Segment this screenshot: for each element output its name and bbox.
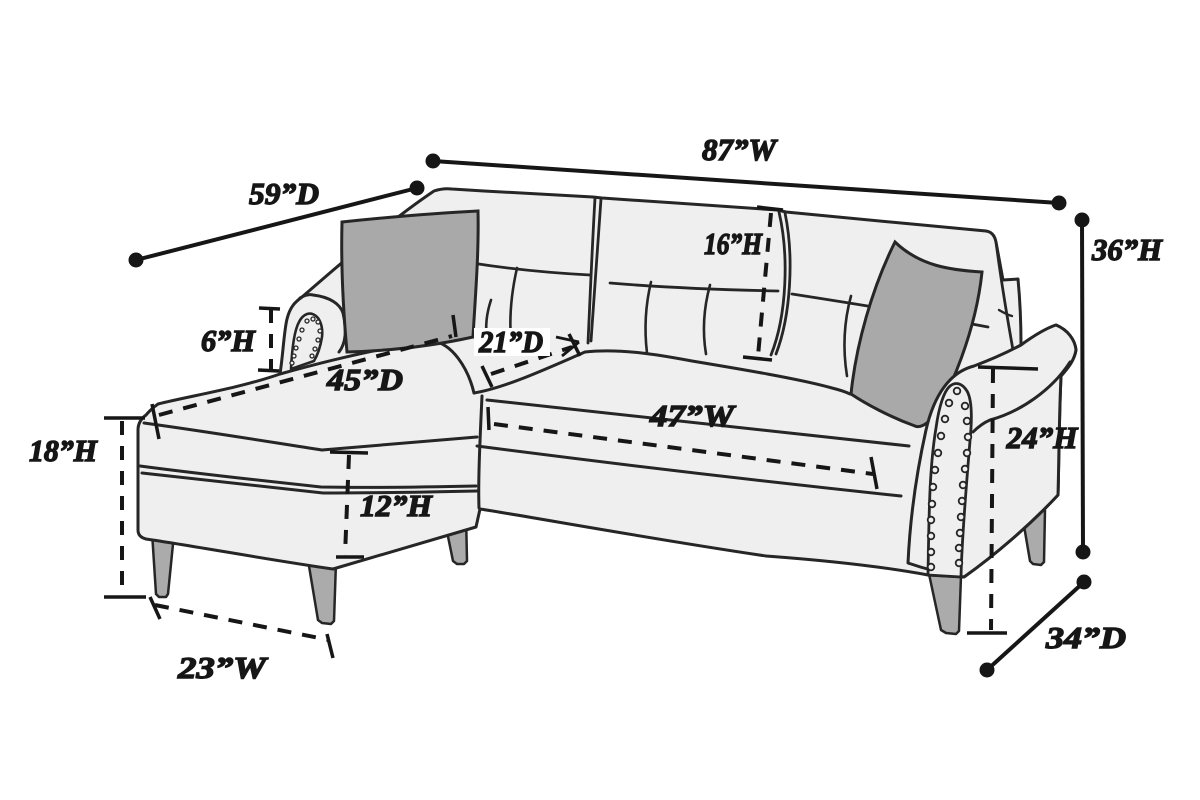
svg-text:47”W: 47”W (649, 398, 737, 433)
svg-text:36”H: 36”H (1091, 232, 1163, 267)
svg-text:24”H: 24”H (1005, 420, 1078, 455)
svg-text:34”D: 34”D (1045, 620, 1126, 655)
svg-text:18”H: 18”H (29, 433, 98, 468)
svg-text:87”W: 87”W (702, 132, 778, 167)
svg-text:21”D: 21”D (478, 324, 543, 359)
svg-text:45”D: 45”D (326, 362, 403, 397)
svg-text:12”H: 12”H (360, 488, 433, 523)
svg-text:23”W: 23”W (177, 650, 269, 685)
svg-text:59”D: 59”D (249, 176, 319, 211)
svg-text:16”H: 16”H (704, 226, 763, 261)
svg-text:6”H: 6”H (201, 323, 256, 358)
